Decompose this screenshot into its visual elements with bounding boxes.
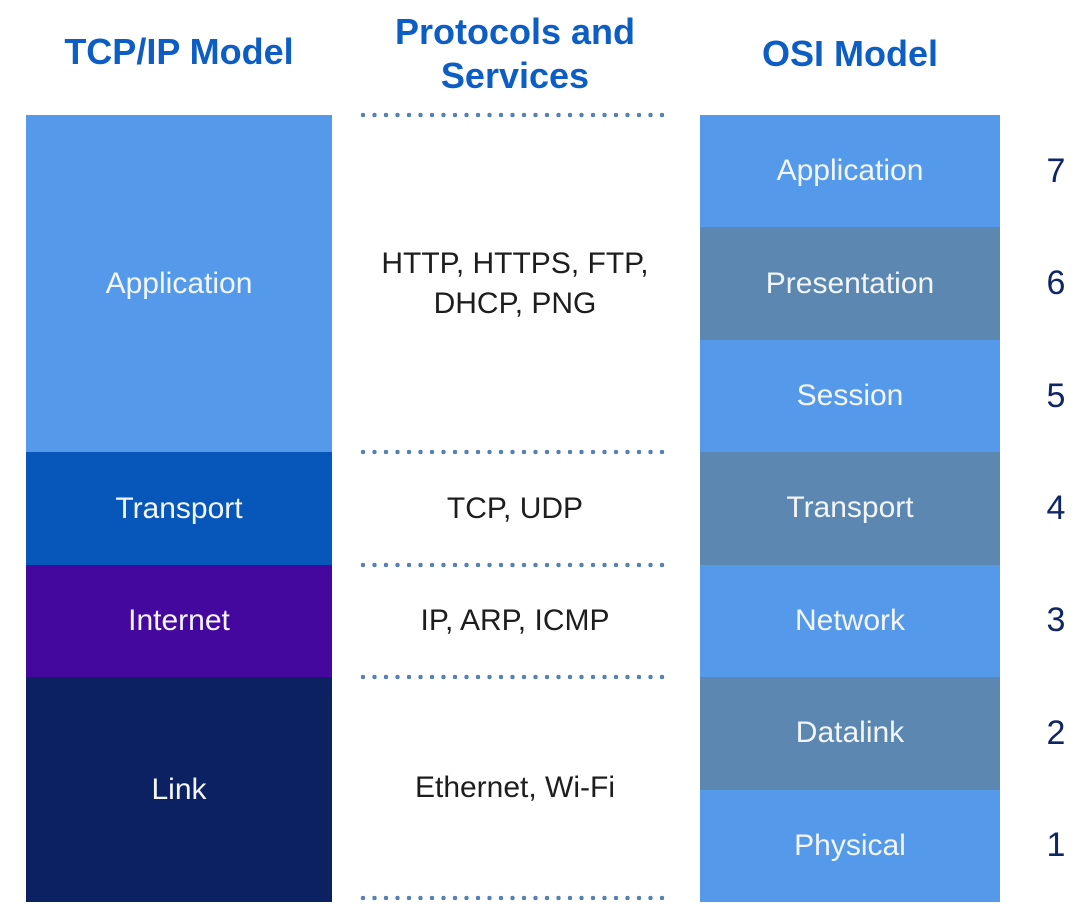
osi-layer-number-4: 4 (1046, 488, 1066, 527)
osi-layer-label: Session (796, 379, 904, 413)
osi-layer-physical: Physical (700, 789, 1000, 902)
osi-stack: Application Presentation Session Transpo… (700, 115, 1000, 902)
dotted-separator (360, 674, 670, 680)
osi-layer-label: Datalink (795, 716, 905, 750)
osi-layer-application: Application (700, 115, 1000, 228)
tcpip-layer-application: Application (26, 115, 332, 452)
tcpip-layer-label: Transport (115, 491, 243, 525)
osi-layer-presentation: Presentation (700, 227, 1000, 340)
osi-model-header: OSI Model (761, 33, 938, 74)
osi-layer-numbers: 7 6 5 4 3 2 1 (1030, 115, 1082, 902)
osi-layer-label: Presentation (765, 266, 935, 300)
tcpip-layer-label: Application (105, 266, 253, 300)
protocol-row-transport: TCP, UDP (446, 491, 584, 525)
tcpip-layer-transport: Transport (26, 452, 332, 565)
tcpip-layer-internet: Internet (26, 565, 332, 677)
tcpip-layer-label: Internet (128, 604, 230, 637)
osi-layer-label: Network (794, 603, 906, 637)
osi-layer-number-1: 1 (1046, 826, 1066, 865)
protocol-row-internet: IP, ARP, ICMP (420, 604, 610, 637)
osi-layer-number-5: 5 (1046, 376, 1066, 415)
tcpip-layer-label: Link (151, 772, 207, 806)
osi-layer-datalink: Datalink (700, 677, 1000, 790)
osi-layer-number-2: 2 (1046, 713, 1066, 752)
dotted-separator (360, 562, 670, 568)
osi-layer-transport: Transport (700, 452, 1000, 565)
osi-layer-label: Transport (786, 491, 914, 525)
dotted-separator (360, 449, 670, 455)
dotted-separator (360, 895, 670, 901)
osi-layer-label: Physical (794, 828, 906, 862)
protocol-row-link: Ethernet, Wi-Fi (414, 770, 616, 804)
osi-layer-number-3: 3 (1046, 601, 1066, 640)
dotted-separator (360, 112, 670, 118)
protocols-services-header: Protocols and Services (394, 11, 636, 96)
osi-layer-number-7: 7 (1046, 151, 1066, 190)
osi-layer-number-6: 6 (1046, 264, 1066, 303)
tcpip-layer-link: Link (26, 677, 332, 902)
protocol-row-application: HTTP, HTTPS, FTP, DHCP, PNG (381, 246, 649, 320)
osi-layer-session: Session (700, 339, 1000, 453)
osi-layer-label: Application (776, 154, 924, 188)
tcpip-model-header: TCP/IP Model (64, 31, 294, 72)
osi-layer-network: Network (700, 564, 1000, 678)
